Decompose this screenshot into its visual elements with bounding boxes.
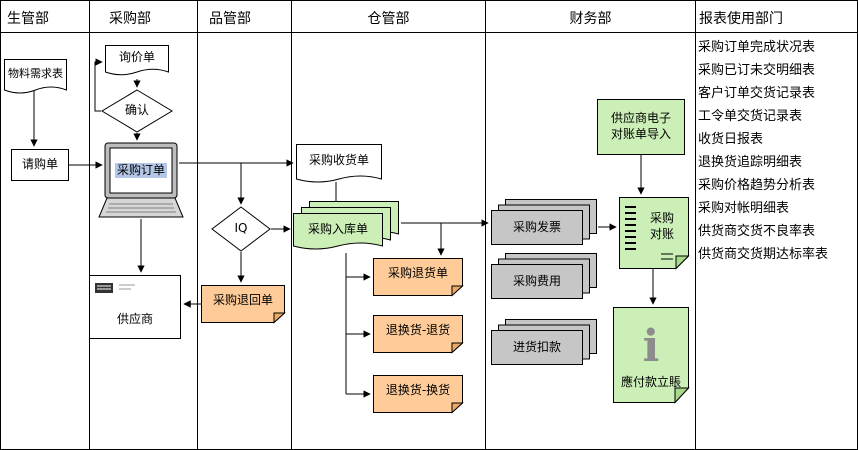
lane-divider [695,1,696,449]
lane-header-purchasing: 采购部 [109,11,151,27]
report-item: 工令单交货记录表 [698,109,803,124]
node-label: 退换货-退货 [385,323,451,338]
lane-header-warehouse: 仓管部 [367,11,410,27]
report-list: 采购订单完成状况表 采购已订未交明细表 客户订单交货记录表 工令单交货记录表 收… [698,36,856,266]
node-label: 确认 [124,103,149,118]
node-label: 采购退回单 [212,293,273,308]
node-label: 采购发票 [512,219,561,234]
node-inquiry-sheet: 询价单 [105,45,169,79]
node-label: 进货扣款 [512,339,561,354]
node-exchange-return: 退换货-退货 [373,315,464,354]
report-item: 供货商交货不良率表 [698,224,816,239]
report-item: 采购订单完成状况表 [698,40,816,55]
lane-divider [89,1,90,449]
node-purchase-return-goods: 采购退货单 [373,258,464,297]
lane-divider [197,1,198,449]
estatement-line2: 对账单导入 [610,127,671,141]
reconciliation-line1: 采购 [649,211,674,226]
node-label: 供应商电子 对账单导入 [597,99,685,155]
report-item: 采购价格趋势分析表 [698,178,816,193]
node-label: 采购 对账 [639,207,685,247]
header-divider [1,32,857,33]
purchase-order-text: 采购订单 [114,162,167,179]
lane-header-production: 生管部 [7,11,49,27]
lane-header-quality: 品管部 [209,11,251,27]
node-payable-posting: i 應付款立賬 [613,307,690,404]
binding-stripes-icon [625,206,636,250]
node-label: 采购订单 [110,148,172,193]
node-label: 采购费用 [512,273,561,288]
lane-divider [291,1,292,449]
node-label: 應付款立賬 [620,375,681,390]
reconciliation-line2: 对账 [649,227,674,241]
node-reconciliation: 采购 对账 [619,197,690,270]
report-item: 供货商交货期达标率表 [698,247,829,262]
report-item: 收货日报表 [698,132,764,147]
estatement-line1: 供应商电子 [610,111,671,126]
node-confirm-decision: 确认 [101,89,173,133]
node-receiving-slip: 采购收货单 [296,144,382,186]
lane-divider [485,1,486,449]
node-purchase-deduction: 进货扣款 [491,319,597,365]
report-item: 客户订单交货记录表 [698,86,816,101]
node-label: 采购收货单 [308,153,369,168]
report-item: 退换货追踪明细表 [698,155,803,170]
node-exchange-swap: 退换货-换货 [373,375,464,414]
lane-header-finance: 财务部 [569,11,612,27]
stamp-icon [95,283,113,293]
node-purchase-invoice: 采购发票 [491,199,597,245]
report-item: 采购已订未交明细表 [698,63,816,78]
report-item: 采购对帐明细表 [698,201,790,216]
node-label: IQ [234,221,248,236]
node-label: 询价单 [118,50,155,65]
node-material-request: 物料需求表 [4,59,67,97]
node-label: 请购单 [21,157,58,172]
node-label: 供应商 [116,312,153,327]
node-purchase-return-slip: 采购退回单 [201,285,286,324]
node-label: 退换货-换货 [385,383,451,398]
node-purchase-expense: 采购费用 [491,253,597,299]
node-label: 采购入库单 [307,222,368,237]
node-supplier-estatement: 供应商电子 对账单导入 [597,99,685,155]
info-icon: i [643,321,660,372]
node-purchase-order-laptop: 采购订单 [95,141,187,219]
node-label: 采购退货单 [387,266,448,281]
node-supplier-envelope: 供应商 [89,275,181,339]
node-label: 物料需求表 [8,66,63,80]
node-iq-decision: IQ [211,206,271,252]
node-purchase-requisition: 请购单 [11,149,69,181]
lane-header-reports: 报表使用部门 [699,11,783,27]
node-warehouse-in-slip: 采购入库单 [293,201,405,253]
